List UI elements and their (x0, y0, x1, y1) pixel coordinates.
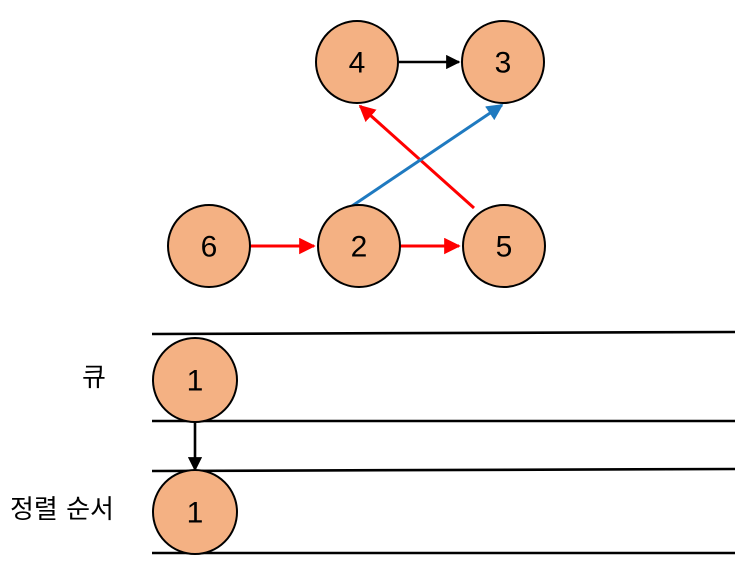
graph-node-2[interactable]: 2 (317, 204, 401, 288)
node-circle[interactable] (315, 20, 399, 104)
queue-row-label: 큐 (82, 363, 106, 393)
order-row-rails (151, 467, 736, 555)
order-row-label: 정렬 순서 (10, 495, 114, 525)
graph-edges (251, 54, 504, 255)
node-circle[interactable] (152, 337, 238, 423)
node-label: 1 (187, 497, 204, 530)
node-label: 2 (351, 231, 368, 264)
node-circle[interactable] (462, 204, 546, 288)
node-label: 4 (349, 47, 366, 80)
node-label: 1 (187, 365, 204, 398)
graph-nodes: 4 3 6 2 5 (167, 20, 546, 288)
graph-node-4[interactable]: 4 (315, 20, 399, 104)
node-circle[interactable] (317, 204, 401, 288)
node-circle[interactable] (461, 20, 545, 104)
graph-node-5[interactable]: 5 (462, 204, 546, 288)
node-circle[interactable] (167, 204, 251, 288)
queue-row-rails (151, 330, 736, 423)
edge-5-to-4 (358, 104, 476, 210)
order-rail-top (151, 467, 736, 473)
queue-item-1[interactable]: 1 (152, 337, 238, 423)
node-label: 6 (201, 231, 218, 264)
edge-2-to-3 (351, 103, 504, 208)
node-label: 5 (496, 231, 513, 264)
graph-node-6[interactable]: 6 (167, 204, 251, 288)
node-label: 3 (495, 47, 512, 80)
node-circle[interactable] (152, 469, 238, 555)
order-item-1[interactable]: 1 (152, 469, 238, 555)
queue-rail-top (151, 330, 736, 336)
graph-node-3[interactable]: 3 (461, 20, 545, 104)
